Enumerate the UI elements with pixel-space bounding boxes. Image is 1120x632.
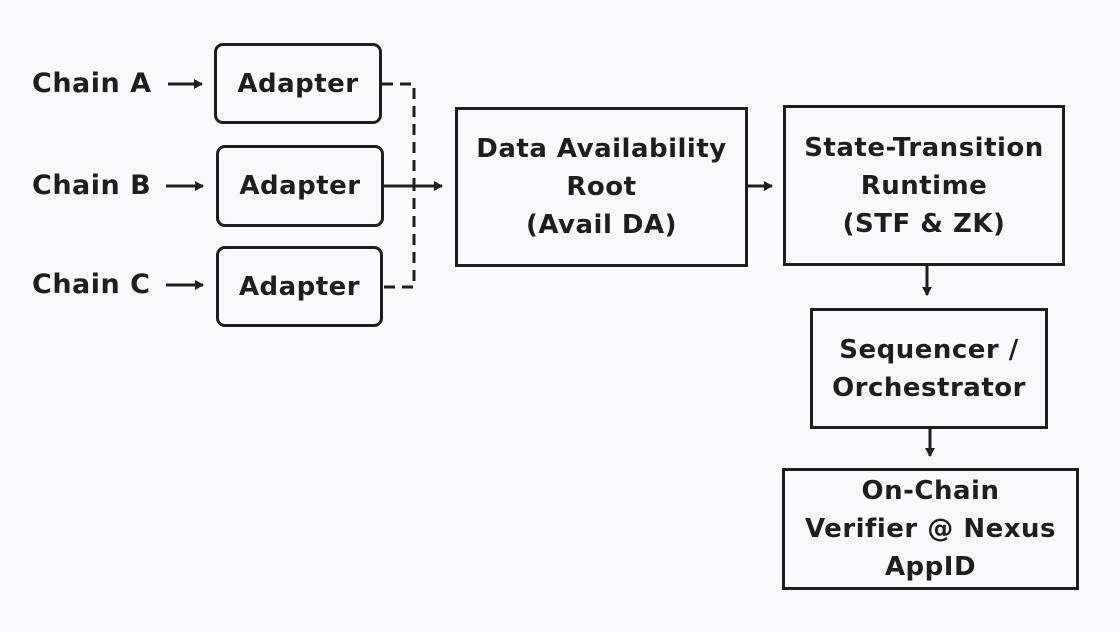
connector-adapter-a xyxy=(382,82,416,185)
sequencer-label: Sequencer / Orchestrator xyxy=(832,334,1026,403)
verifier-node: On-Chain Verifier @ Nexus AppID xyxy=(782,468,1079,590)
connector-adapter-c xyxy=(384,187,416,289)
adapter-a-label: Adapter xyxy=(237,68,359,99)
adapter-a-node: Adapter xyxy=(214,43,382,124)
chain-a-label: Chain A xyxy=(32,68,152,99)
verifier-label: On-Chain Verifier @ Nexus AppID xyxy=(804,476,1056,582)
stf-runtime-label: State-Transition Runtime (STF & ZK) xyxy=(804,132,1044,239)
chain-b-label: Chain B xyxy=(32,170,152,201)
adapter-b-label: Adapter xyxy=(239,171,361,201)
adapter-b-node: Adapter xyxy=(216,145,384,227)
sequencer-node: Sequencer / Orchestrator xyxy=(810,308,1048,429)
adapter-c-node: Adapter xyxy=(216,246,383,327)
da-root-node: Data Availability Root (Avail DA) xyxy=(455,107,748,267)
chain-c-label: Chain C xyxy=(32,269,151,300)
adapter-c-label: Adapter xyxy=(238,271,361,302)
da-root-label: Data Availability Root (Avail DA) xyxy=(476,134,727,240)
stf-runtime-node: State-Transition Runtime (STF & ZK) xyxy=(783,105,1065,266)
